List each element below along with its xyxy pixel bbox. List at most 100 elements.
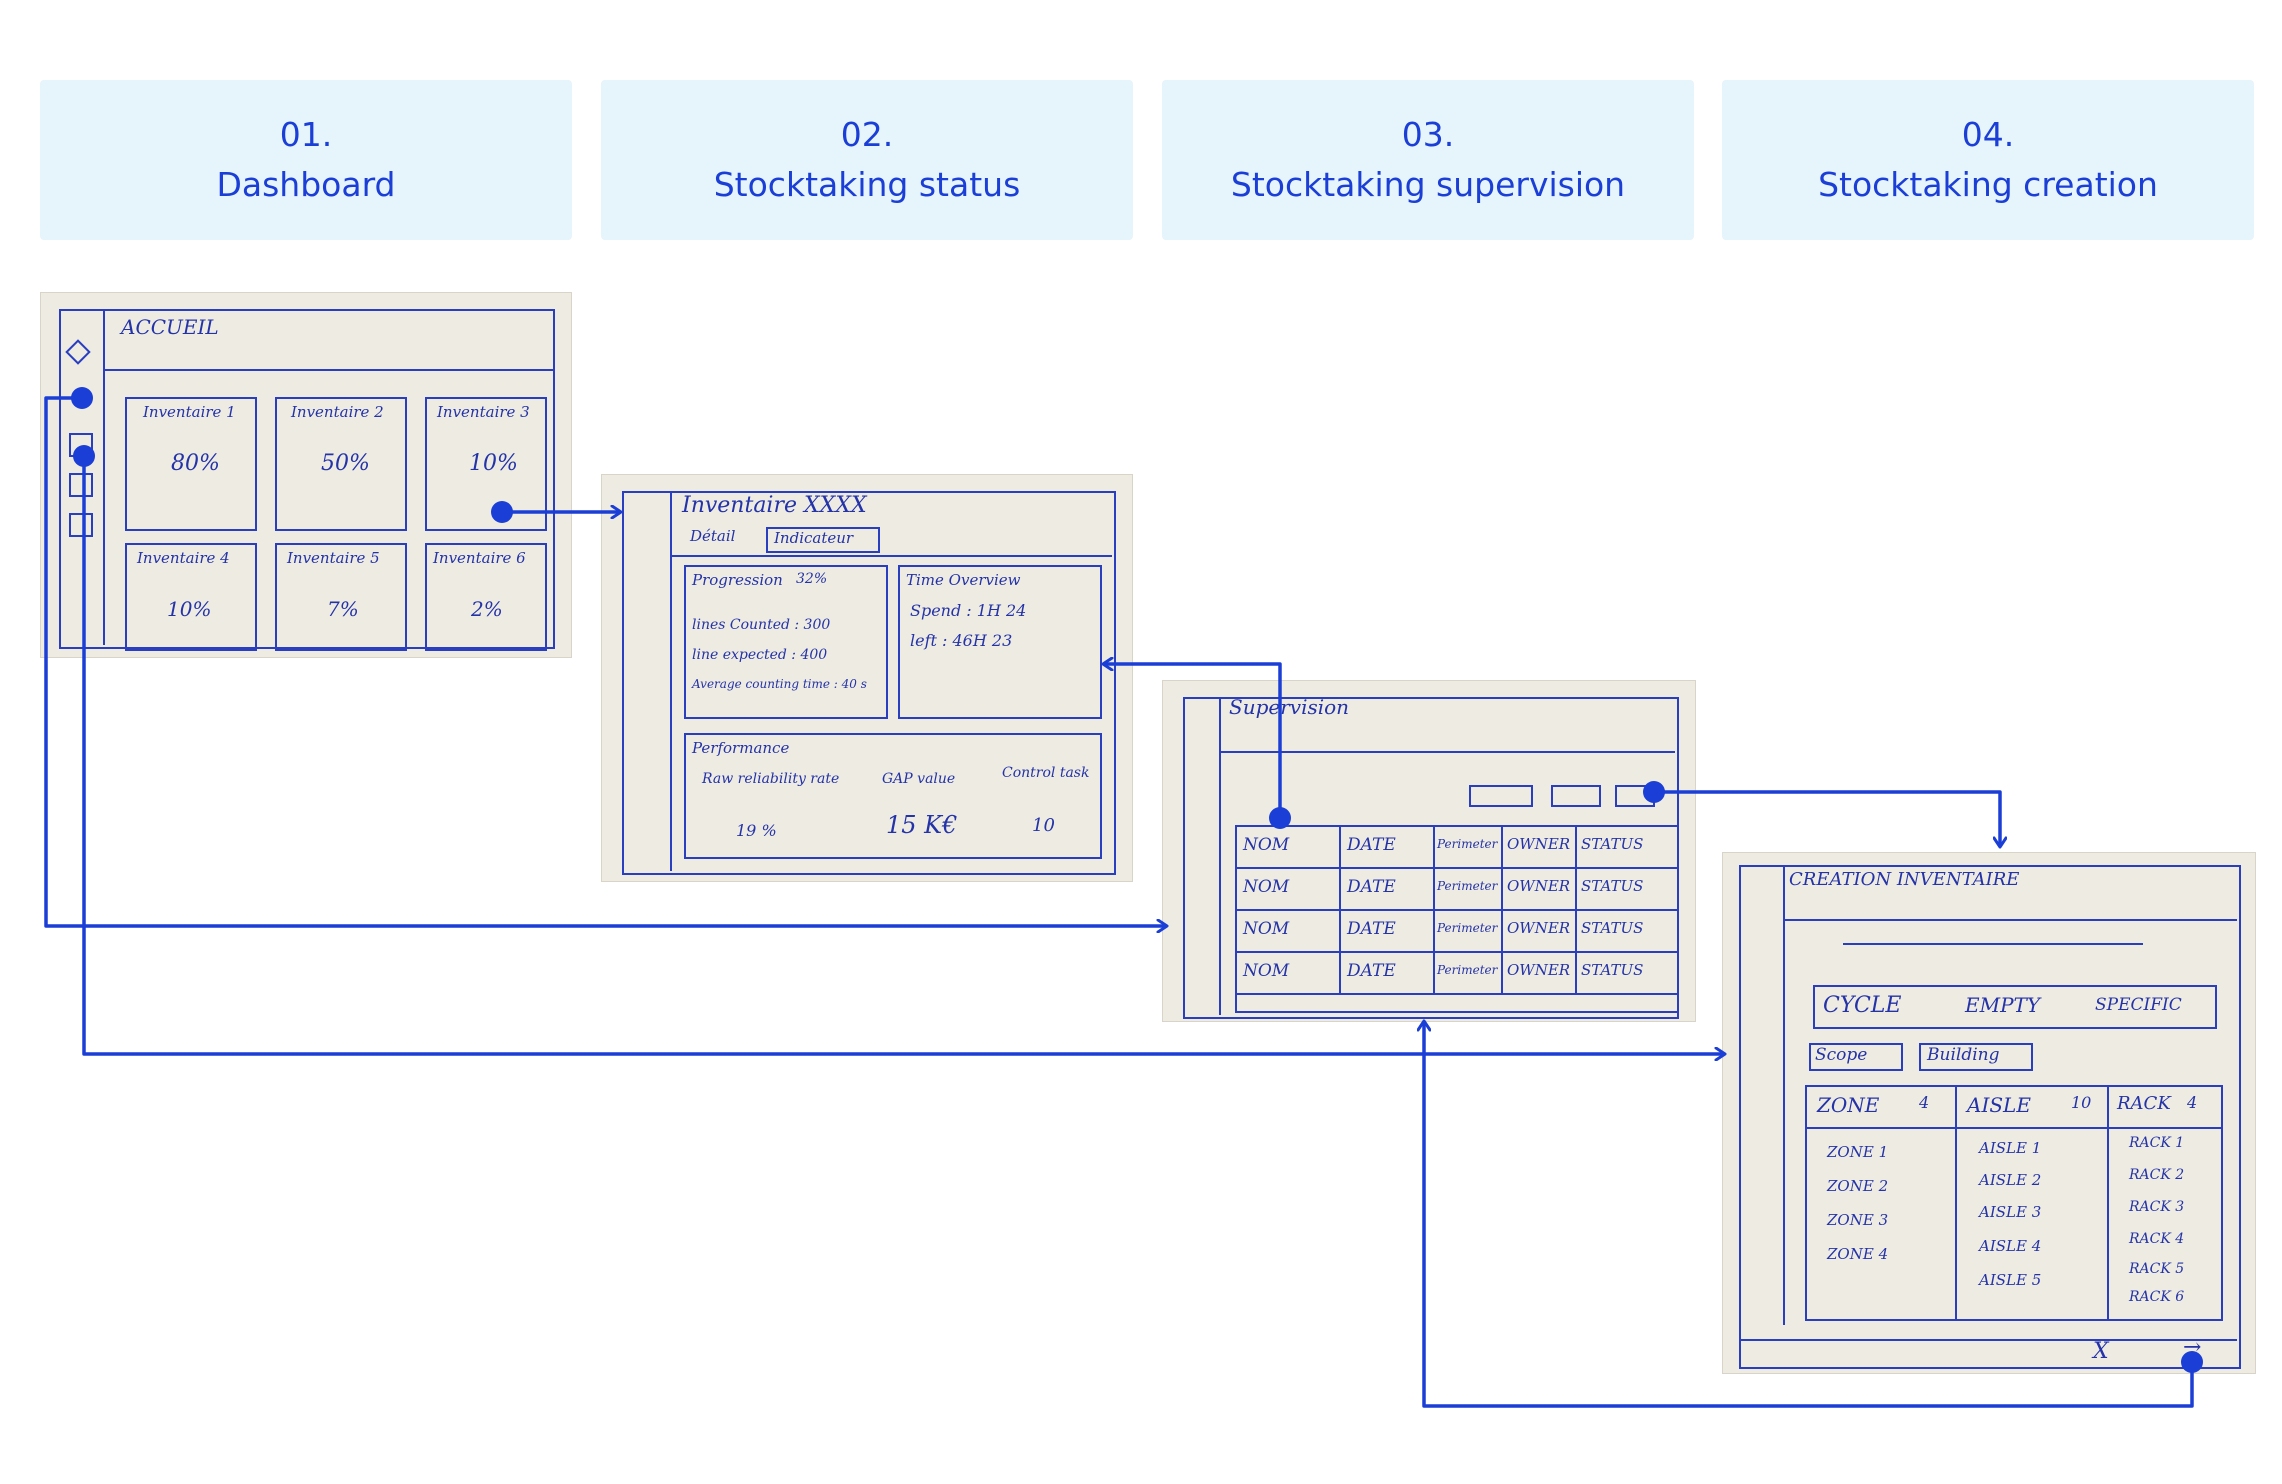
card-label: Inventaire 6 (433, 549, 526, 567)
step-title: Dashboard (216, 165, 396, 204)
aisle-item[interactable]: AISLE 2 (1979, 1171, 2042, 1189)
zone-item[interactable]: ZONE 2 (1827, 1177, 1889, 1195)
time-overview-label: Time Overview (906, 571, 1021, 589)
rack-item[interactable]: RACK 5 (2129, 1261, 2185, 1277)
table-row[interactable]: NOM DATE Perimeter OWNER STATUS (1237, 953, 1677, 995)
zone-item[interactable]: ZONE 1 (1827, 1143, 1889, 1161)
card-gauge-value: 50% (321, 451, 370, 476)
card-gauge-value: 10% (167, 597, 212, 621)
supervision-table: NOM DATE Perimeter OWNER STATUS NOM DATE… (1235, 825, 1679, 1013)
rack-item[interactable]: RACK 2 (2129, 1167, 2185, 1183)
aisle-item[interactable]: AISLE 3 (1979, 1203, 2042, 1221)
status-title: Inventaire XXXX (682, 493, 867, 518)
status-sketch: Inventaire XXXX Détail Indicateur Progre… (601, 474, 1133, 882)
connector-dot (2181, 1351, 2203, 1373)
table-cell: OWNER (1501, 953, 1575, 993)
progression-label: Progression (692, 571, 783, 589)
inventory-card-2[interactable]: Inventaire 2 50% (275, 397, 407, 531)
card-gauge-value: 2% (471, 597, 503, 621)
tab-detail[interactable]: Détail (690, 527, 736, 545)
table-cell: Perimeter (1433, 911, 1501, 951)
progression-value: 32% (796, 571, 828, 587)
rack-item[interactable]: RACK 1 (2129, 1135, 2185, 1151)
dashboard-title: ACCUEIL (121, 315, 219, 339)
column-header: DATE (1339, 827, 1433, 867)
arrow-supervision-to-status (1104, 664, 1282, 820)
step-title: Stocktaking status (713, 165, 1021, 204)
creation-sketch: CREATION INVENTAIRE CYCLE EMPTY SPECIFIC… (1722, 852, 2256, 1374)
table-cell: DATE (1339, 911, 1433, 951)
progression-panel: Progression 32% lines Counted : 300 line… (684, 565, 888, 719)
gap-label: GAP value (882, 771, 956, 787)
arrow-dashboard-to-creation (82, 454, 1724, 1054)
step-header-2: 02. Stocktaking status (601, 80, 1133, 240)
aisle-item[interactable]: AISLE 1 (1979, 1139, 2042, 1157)
rack-item[interactable]: RACK 4 (2129, 1231, 2185, 1247)
cycle-option[interactable]: CYCLE EMPTY SPECIFIC (1813, 985, 2217, 1029)
filter-icon[interactable] (1551, 785, 1601, 807)
card-gauge-value: 80% (171, 451, 220, 476)
card-gauge-value: 10% (469, 451, 518, 476)
connector-dot (1643, 781, 1665, 803)
location-grid: ZONE 4 AISLE 10 RACK 4 ZONE 1 ZONE 2 ZON… (1805, 1085, 2223, 1321)
creation-title: CREATION INVENTAIRE (1789, 869, 2020, 890)
inventory-card-4[interactable]: Inventaire 4 10% (125, 543, 257, 651)
building-dropdown[interactable]: Building (1919, 1043, 2033, 1071)
building-label: Building (1927, 1045, 2000, 1065)
inventory-card-1[interactable]: Inventaire 1 80% (125, 397, 257, 531)
zone-count: 4 (1919, 1093, 1930, 1112)
lines-expected: line expected : 400 (692, 647, 828, 663)
step-header-4: 04. Stocktaking creation (1722, 80, 2254, 240)
gap-value: 15 K€ (886, 811, 958, 839)
supervision-title: Supervision (1229, 695, 1350, 719)
performance-panel: Performance Raw reliability rate 19 % GA… (684, 733, 1102, 859)
column-header: NOM (1243, 835, 1290, 855)
step-header-3: 03. Stocktaking supervision (1162, 80, 1694, 240)
inventory-card-5[interactable]: Inventaire 5 7% (275, 543, 407, 651)
table-row[interactable]: NOM DATE Perimeter OWNER STATUS (1237, 911, 1677, 953)
aisle-item[interactable]: AISLE 4 (1979, 1237, 2042, 1255)
table-row[interactable]: NOM DATE Perimeter OWNER STATUS (1237, 869, 1677, 911)
step-header-1: 01. Dashboard (40, 80, 572, 240)
table-header-row: NOM DATE Perimeter OWNER STATUS (1237, 827, 1677, 869)
reliability-value: 19 % (736, 821, 777, 840)
lines-counted: lines Counted : 300 (692, 617, 831, 633)
step-number: 02. (840, 115, 894, 154)
card-label: Inventaire 1 (143, 403, 236, 421)
table-cell: NOM (1243, 961, 1290, 981)
column-header: OWNER (1501, 827, 1575, 867)
zone-item[interactable]: ZONE 3 (1827, 1211, 1889, 1229)
supervision-sketch: Supervision NOM DATE Perimeter OWNER STA… (1162, 680, 1696, 1022)
table-cell: DATE (1339, 869, 1433, 909)
cancel-button[interactable]: X (2093, 1339, 2109, 1364)
arrow-dashboard-to-supervision (44, 396, 1166, 926)
control-label: Control task (1002, 765, 1090, 781)
time-spend: Spend : 1H 24 (910, 601, 1027, 620)
inventory-card-6[interactable]: Inventaire 6 2% (425, 543, 547, 651)
table-cell: STATUS (1575, 869, 1665, 909)
average-time: Average counting time : 40 s (692, 677, 867, 691)
connector-dot (73, 445, 95, 467)
zone-item[interactable]: ZONE 4 (1827, 1245, 1889, 1263)
aisle-item[interactable]: AISLE 5 (1979, 1271, 2042, 1289)
aisle-count: 10 (2071, 1093, 2092, 1112)
time-overview-panel: Time Overview Spend : 1H 24 left : 46H 2… (898, 565, 1102, 719)
tab-indicator[interactable]: Indicateur (766, 527, 880, 553)
arrow-supervision-to-creation (1652, 790, 2000, 846)
scope-dropdown[interactable]: Scope (1809, 1043, 1903, 1071)
rack-item[interactable]: RACK 6 (2129, 1289, 2185, 1305)
control-value: 10 (1032, 815, 1055, 836)
empty-label: EMPTY (1965, 993, 2041, 1017)
step-number: 04. (1961, 115, 2015, 154)
search-icon[interactable] (1469, 785, 1533, 807)
inventory-card-3[interactable]: Inventaire 3 10% (425, 397, 547, 531)
zone-header: ZONE (1817, 1093, 1880, 1117)
column-header: STATUS (1575, 827, 1665, 867)
step-title: Stocktaking supervision (1230, 165, 1626, 204)
arrow-creation-to-supervision (1424, 1022, 2194, 1408)
dashboard-sketch: ACCUEIL Inventaire 1 80% Inventaire 2 50… (40, 292, 572, 658)
card-gauge-value: 7% (327, 597, 359, 621)
checkbox-icon (69, 473, 93, 497)
rack-item[interactable]: RACK 3 (2129, 1199, 2185, 1215)
